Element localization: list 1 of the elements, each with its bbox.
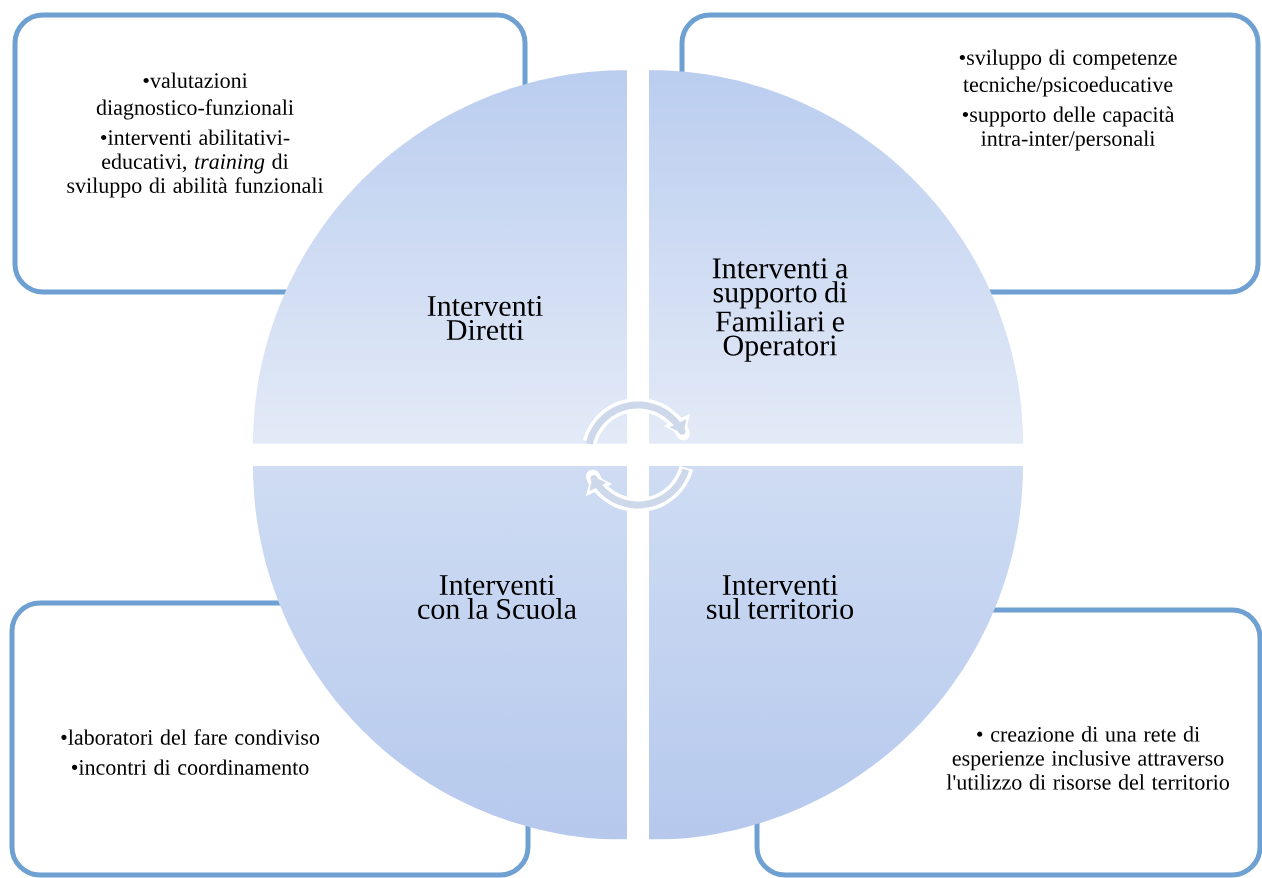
quadrant-sector: Interventi Diretti [427, 295, 543, 341]
